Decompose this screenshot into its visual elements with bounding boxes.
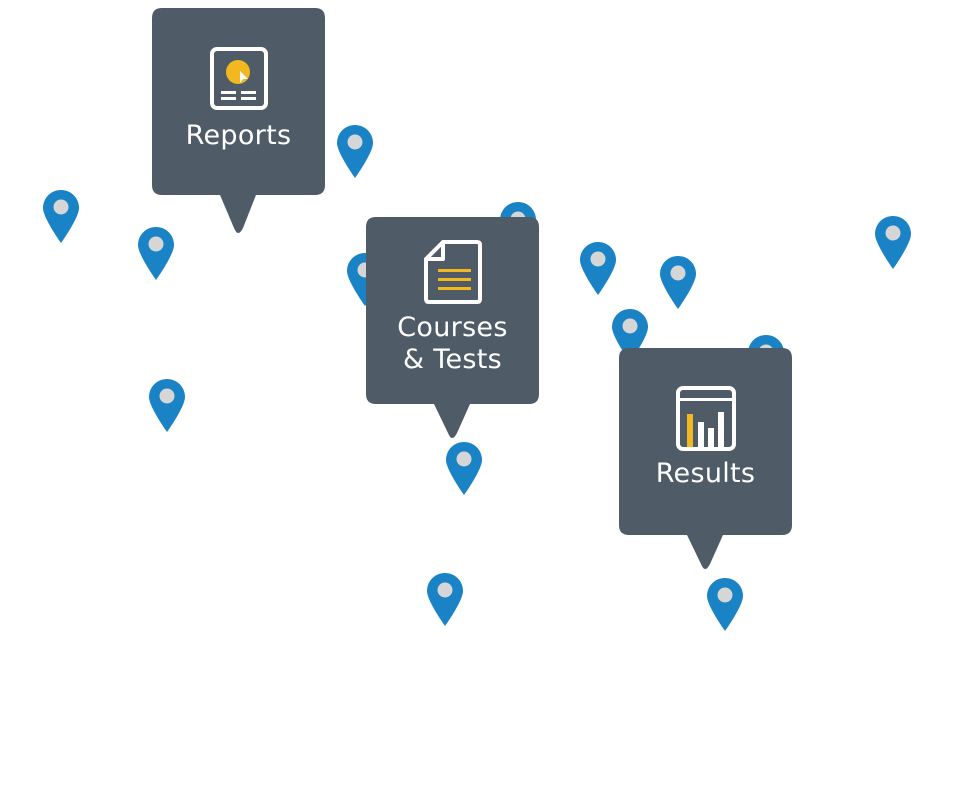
results-callout[interactable]: Results bbox=[619, 348, 792, 569]
map-pin-icon bbox=[427, 573, 463, 626]
map-pin-icon bbox=[149, 379, 185, 432]
reports-callout[interactable]: Reports bbox=[152, 8, 325, 233]
callout-bubble bbox=[366, 217, 539, 438]
document-icon bbox=[423, 240, 482, 304]
map-pin-icon bbox=[612, 309, 648, 362]
map-pin-icon bbox=[707, 578, 743, 631]
callout-label: Results bbox=[655, 458, 756, 489]
map-pin-icon bbox=[337, 125, 373, 178]
map-pin-icon bbox=[138, 227, 174, 280]
callout-label-line2: & Tests bbox=[403, 344, 502, 375]
map-pin-icon bbox=[43, 190, 79, 243]
courses-tests-callout[interactable]: Courses & Tests bbox=[366, 217, 539, 438]
map-pin-icon bbox=[875, 216, 911, 269]
map-pin-icon bbox=[446, 442, 482, 495]
callout-label-line1: Courses bbox=[397, 312, 508, 343]
map-pin-icon bbox=[660, 256, 696, 309]
callout-label: Reports bbox=[185, 120, 292, 151]
callout-bubble bbox=[619, 348, 792, 569]
callout-bubble bbox=[152, 8, 325, 233]
report-icon bbox=[209, 47, 268, 110]
bar-chart-icon bbox=[675, 386, 736, 451]
map-pin-icon bbox=[580, 242, 616, 295]
